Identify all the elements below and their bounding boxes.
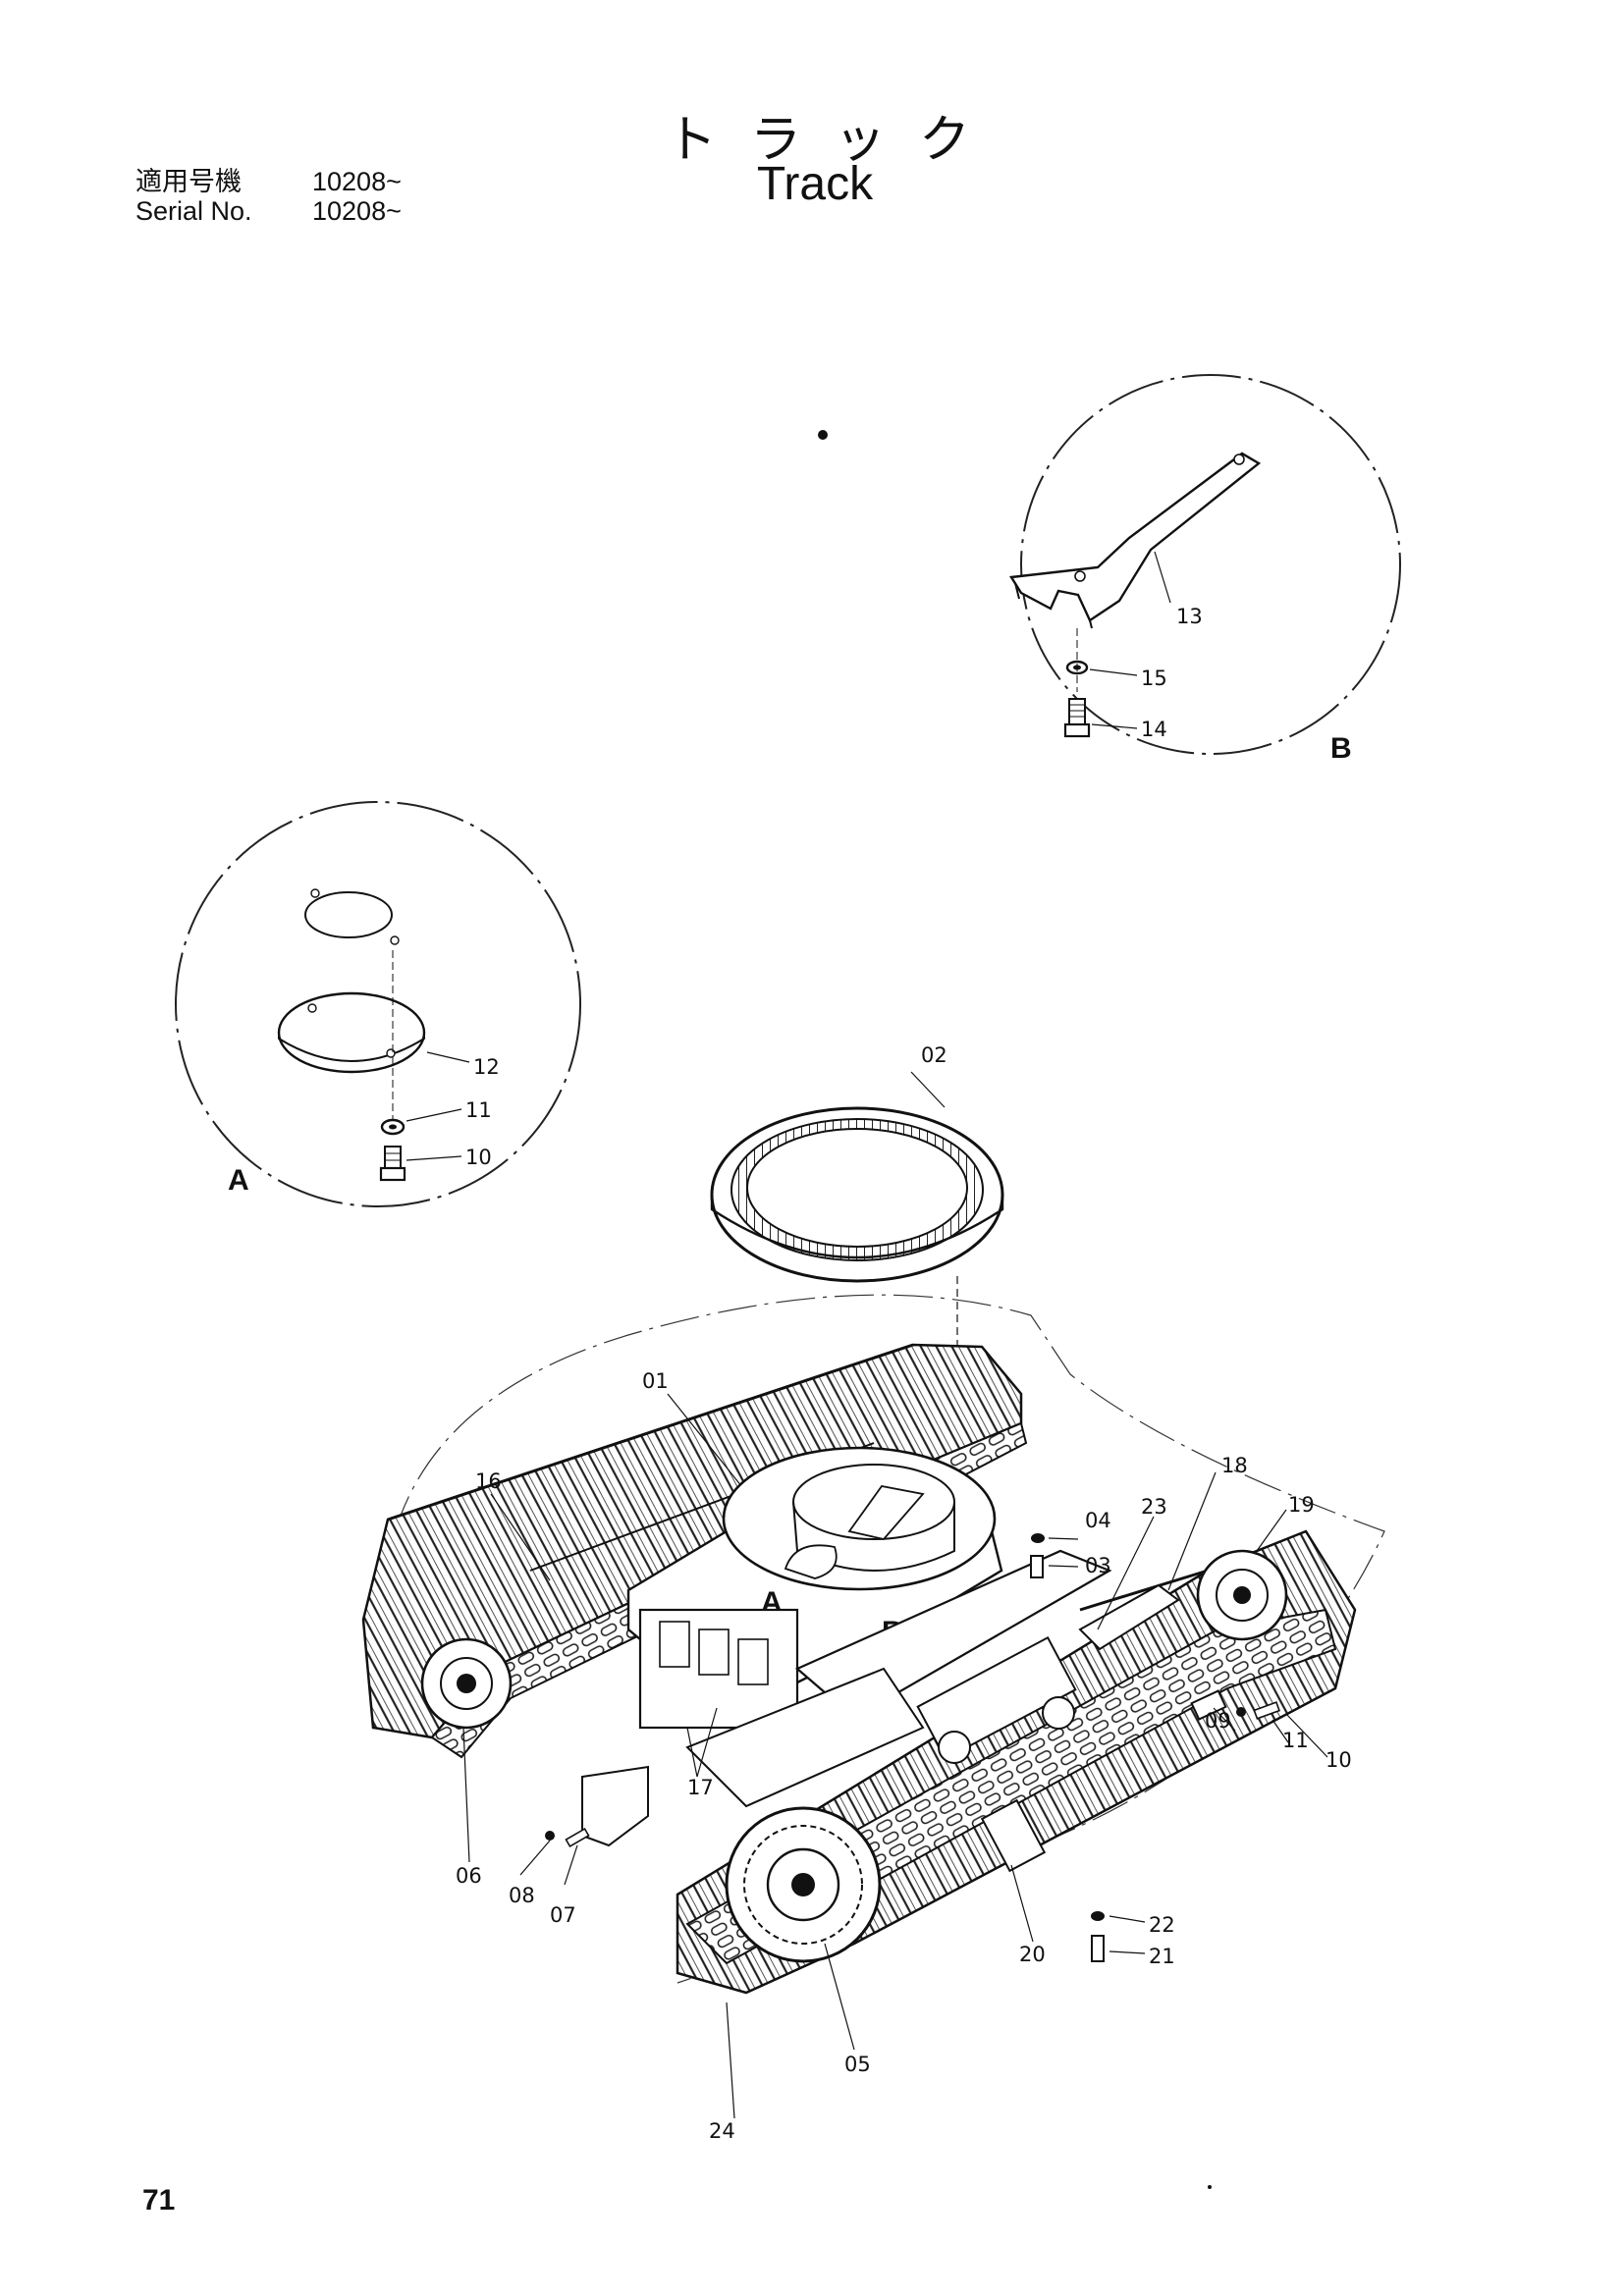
callout-24: 24 [709, 2119, 735, 2143]
callout-06: 06 [456, 1864, 482, 1888]
swing-bearing [710, 1071, 1004, 1283]
callout-19: 19 [1288, 1493, 1315, 1517]
center-frame: A B [626, 1446, 1112, 1808]
callout-10: 10 [465, 1146, 492, 1169]
callout-13: 13 [1176, 605, 1203, 628]
detail-b-circle [1020, 374, 1401, 755]
callout-22: 22 [1149, 1913, 1175, 1937]
callout-11-main: 11 [1282, 1729, 1309, 1752]
washer-b [1065, 660, 1138, 676]
serial-label-english: Serial No. [135, 196, 252, 226]
detail-b-label: B [1330, 732, 1352, 765]
page-number: 71 [142, 2184, 176, 2216]
callout-04: 04 [1085, 1509, 1111, 1532]
scan-speck [1208, 2185, 1212, 2189]
callout-09: 09 [1205, 1709, 1231, 1733]
serial-number-block: 適用号機 10208~ Serial No. 10208~ [135, 167, 402, 226]
page-title-japanese: トラック [665, 111, 1003, 170]
cover-plate [277, 950, 470, 1119]
callout-15: 15 [1141, 667, 1167, 690]
bolt-a [379, 1146, 462, 1182]
bolt-21-22 [1091, 1911, 1146, 1962]
bolt-03-04 [1030, 1533, 1079, 1578]
serial-value-japanese: 10208~ [312, 167, 402, 196]
callout-23: 23 [1141, 1495, 1167, 1519]
serial-label-japanese: 適用号機 [135, 167, 242, 196]
callout-14: 14 [1141, 718, 1167, 741]
detail-a-label: A [228, 1164, 249, 1197]
callout-18: 18 [1221, 1454, 1248, 1477]
right-track-assembly [676, 1529, 1357, 1995]
plate-09 [1190, 1689, 1281, 1721]
callout-07: 07 [550, 1903, 576, 1927]
callout-21: 21 [1149, 1945, 1175, 1968]
callout-11: 11 [465, 1098, 492, 1122]
callout-12: 12 [473, 1055, 500, 1079]
callout-08: 08 [509, 1884, 535, 1907]
callout-16: 16 [475, 1469, 502, 1493]
adjusting-wrench [1008, 452, 1262, 629]
scan-speck [818, 430, 828, 440]
callout-10-main: 10 [1325, 1748, 1352, 1772]
track-cover-guard [545, 1765, 649, 1848]
bolt-b [1063, 628, 1138, 738]
cover-opening [304, 888, 400, 945]
leader-lines [462, 1471, 1328, 2119]
callout-05: 05 [844, 2053, 871, 2076]
callout-02: 02 [921, 1043, 947, 1067]
serial-value-english: 10208~ [312, 196, 402, 226]
callout-01: 01 [642, 1369, 669, 1393]
detail-a-circle [175, 801, 581, 1207]
callout-20: 20 [1019, 1943, 1046, 1966]
callout-17: 17 [687, 1776, 714, 1799]
callout-03: 03 [1085, 1554, 1111, 1577]
washer-a [380, 1108, 462, 1136]
page-title-english: Track [756, 158, 874, 210]
